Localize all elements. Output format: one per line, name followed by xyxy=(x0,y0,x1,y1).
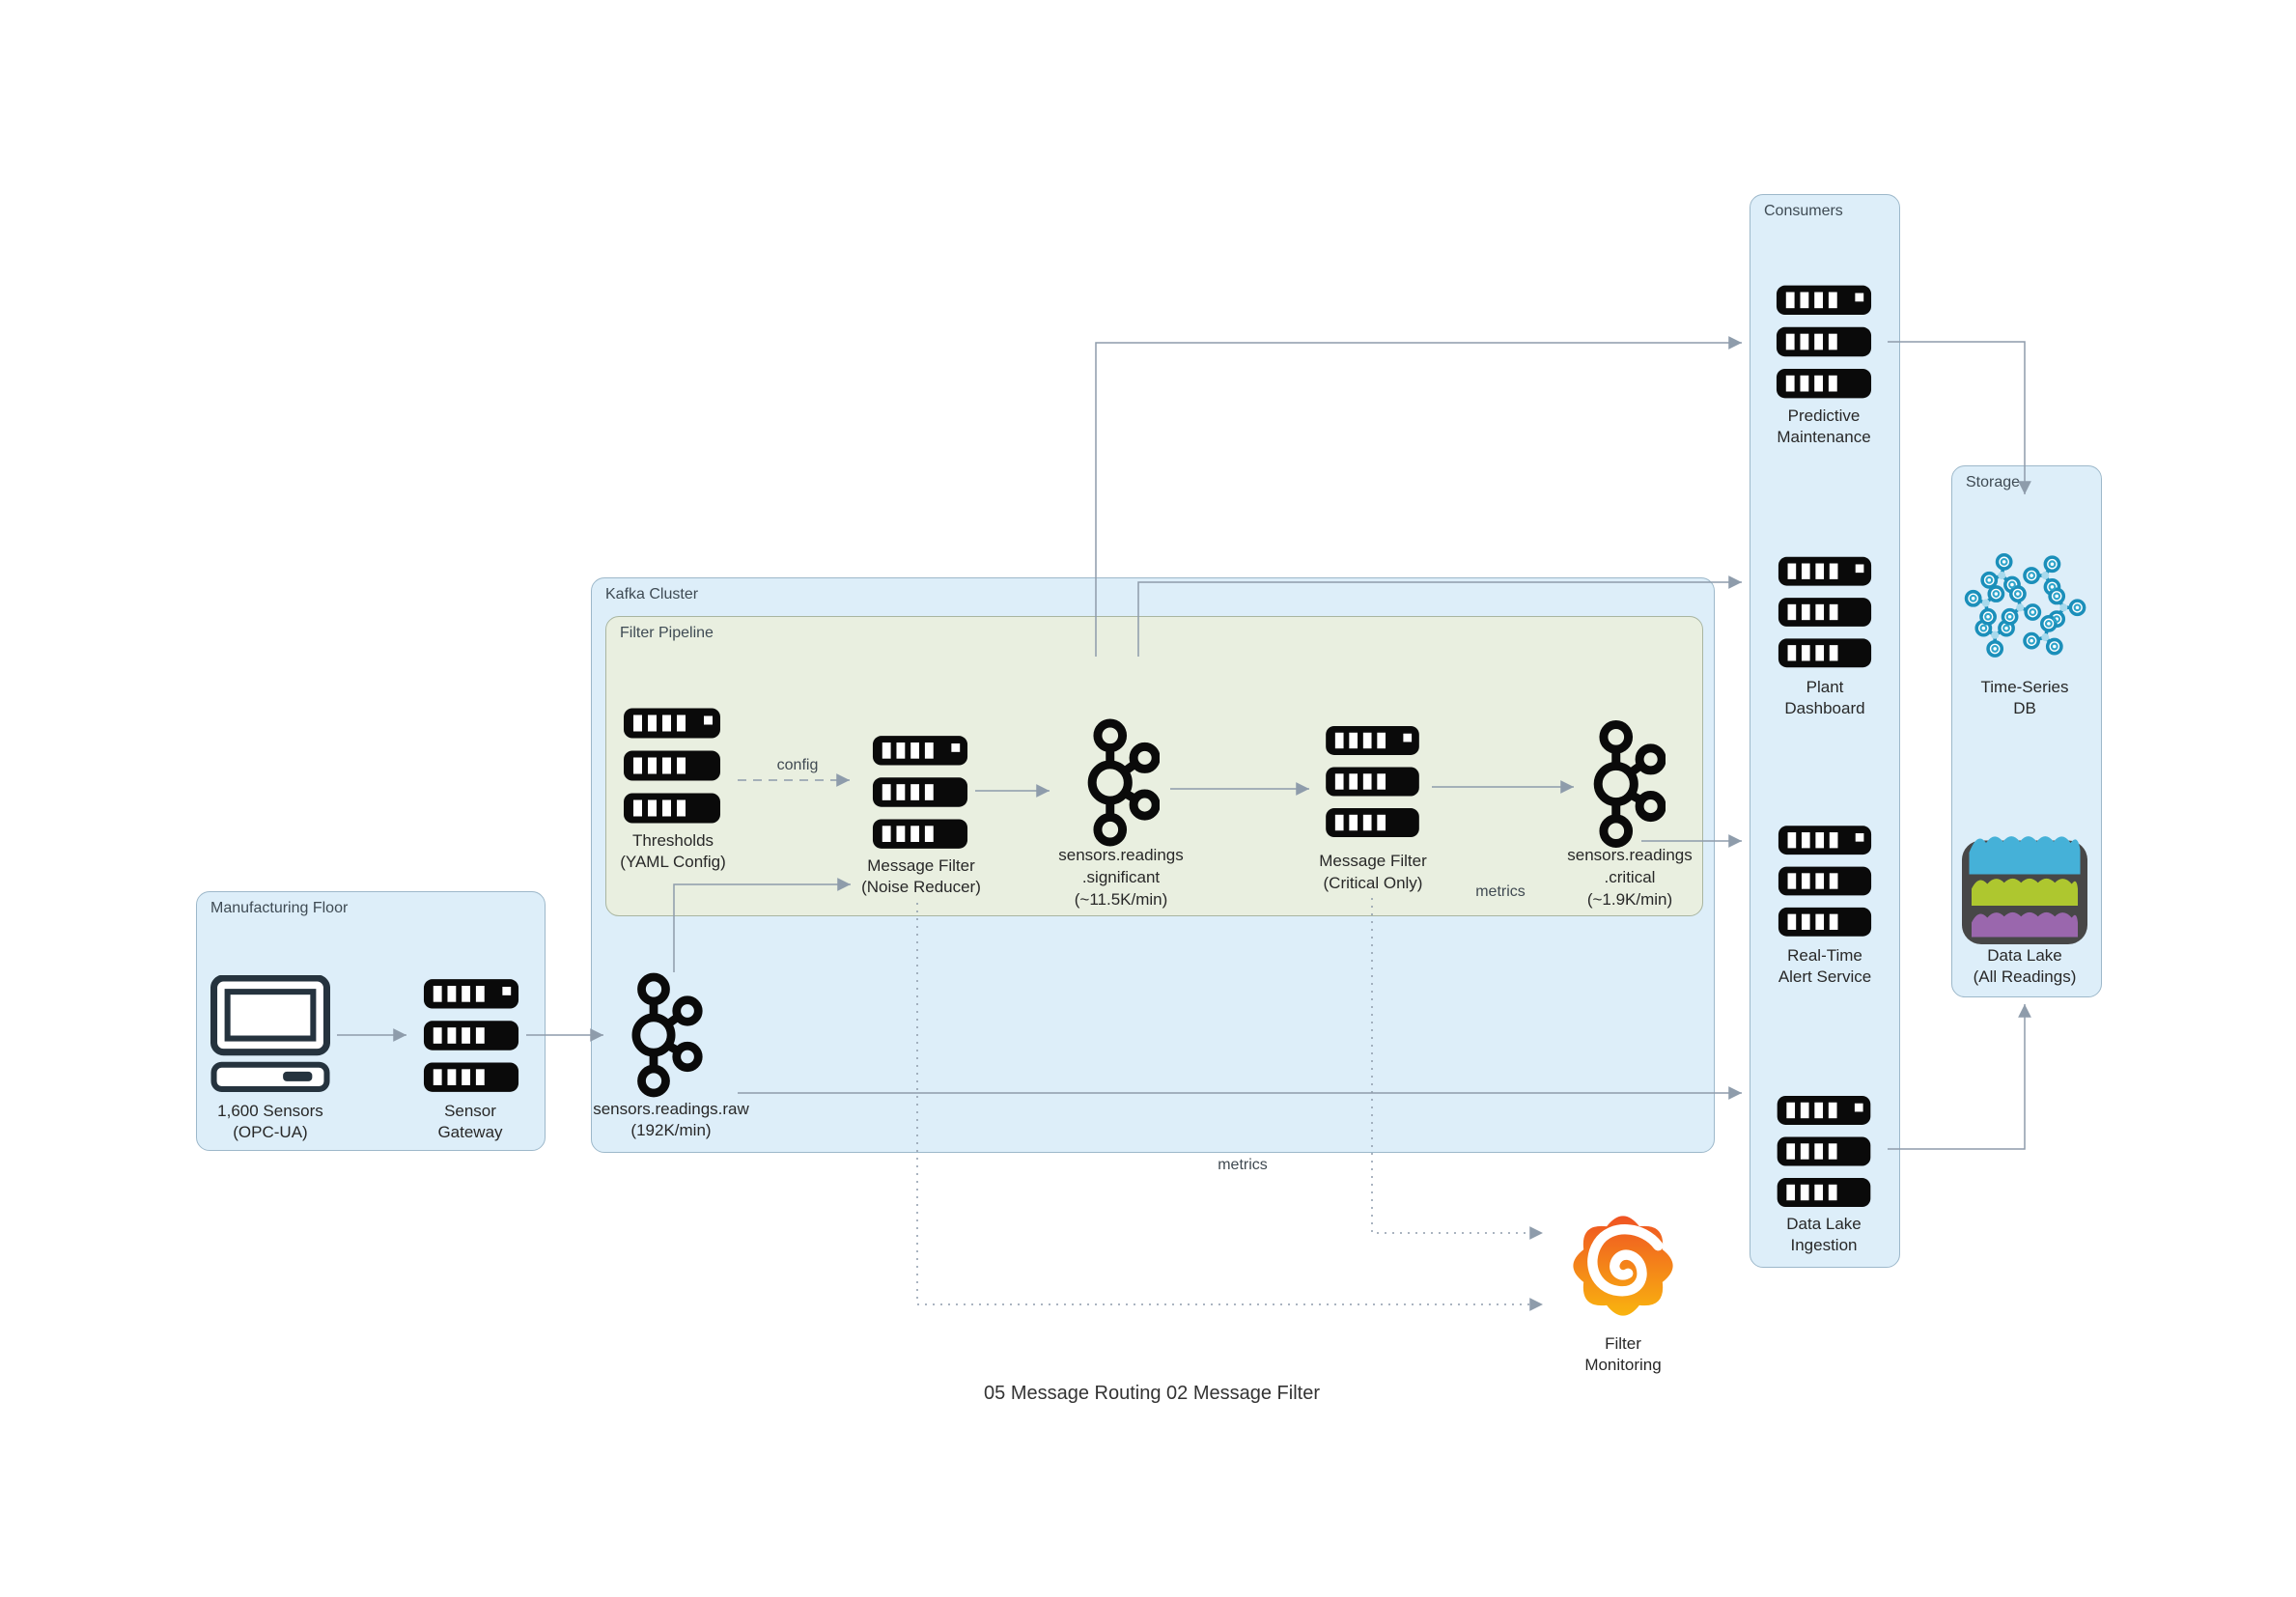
node-sensors xyxy=(210,975,330,1097)
diagram-title: 05 Message Routing 02 Message Filter xyxy=(984,1383,1320,1404)
computer-icon xyxy=(210,975,330,1092)
node-predictive-maintenance-label: Predictive Maintenance xyxy=(1777,406,1871,446)
server-stack-icon xyxy=(871,736,969,849)
group-storage-title: Storage xyxy=(1966,474,2021,490)
edge-ingestion-to-datalake xyxy=(1888,1004,2031,1150)
node-datalake-ingestion-label: Data Lake Ingestion xyxy=(1786,1215,1862,1254)
node-predictive-maintenance xyxy=(1775,285,1873,404)
edge-label-metrics-critical: metrics xyxy=(1475,883,1526,900)
server-stack-icon xyxy=(422,978,520,1093)
edge-predictive-to-tsdb xyxy=(1888,341,2031,494)
edge-raw-to-noise-filter xyxy=(673,878,851,972)
node-plant-dashboard-label: Plant Dashboard xyxy=(1784,678,1865,717)
node-topic-raw xyxy=(624,972,703,1103)
node-topic-critical xyxy=(1586,719,1666,854)
node-topic-significant-label: sensors.readings .significant (~11.5K/mi… xyxy=(1058,846,1184,909)
node-data-lake xyxy=(1957,826,2092,952)
node-alert-service-label: Real-Time Alert Service xyxy=(1778,946,1872,986)
server-stack-icon xyxy=(1777,555,1873,669)
group-kafka-cluster-title: Kafka Cluster xyxy=(605,586,699,602)
node-sensor-gateway-label: Sensor Gateway xyxy=(437,1102,503,1141)
server-stack-icon xyxy=(1775,285,1873,399)
node-filter-monitoring xyxy=(1560,1199,1686,1337)
edge-significant-to-predictive xyxy=(1095,336,1742,657)
server-stack-icon xyxy=(1775,1096,1873,1207)
server-stack-icon xyxy=(622,708,722,824)
edge-noise-filter-metrics xyxy=(916,903,1543,1311)
node-topic-critical-label: sensors.readings .critical (~1.9K/min) xyxy=(1567,846,1693,909)
edge-significant-to-plant xyxy=(1137,575,1742,657)
node-topic-raw-label: sensors.readings.raw (192K/min) xyxy=(593,1100,749,1139)
node-plant-dashboard xyxy=(1777,555,1873,674)
kafka-topic-icon xyxy=(624,972,703,1098)
node-message-filter-noise-label: Message Filter (Noise Reducer) xyxy=(861,856,981,896)
database-network-icon xyxy=(1963,546,2086,679)
group-consumers-title: Consumers xyxy=(1764,203,1843,219)
grafana-icon xyxy=(1560,1199,1686,1332)
node-datalake-ingestion xyxy=(1775,1096,1873,1212)
kafka-topic-icon xyxy=(1586,719,1666,849)
edge-label-config: config xyxy=(776,757,819,773)
node-message-filter-noise xyxy=(871,736,969,854)
data-lake-icon xyxy=(1957,826,2092,947)
node-alert-service xyxy=(1777,824,1873,943)
node-filter-monitoring-label: Filter Monitoring xyxy=(1584,1334,1662,1374)
node-topic-significant xyxy=(1080,716,1160,854)
node-message-filter-critical xyxy=(1323,726,1422,842)
node-sensors-label: 1,600 Sensors (OPC-UA) xyxy=(217,1102,323,1141)
group-filter-pipeline-title: Filter Pipeline xyxy=(620,625,714,641)
node-data-lake-label: Data Lake (All Readings) xyxy=(1973,946,2077,986)
server-stack-icon xyxy=(1777,824,1873,939)
node-thresholds xyxy=(622,708,722,828)
kafka-topic-icon xyxy=(1080,716,1160,849)
node-sensor-gateway xyxy=(422,978,520,1098)
node-thresholds-label: Thresholds (YAML Config) xyxy=(620,831,726,871)
edge-critical-filter-metrics xyxy=(1371,898,1543,1240)
group-manufacturing-floor-title: Manufacturing Floor xyxy=(210,900,349,916)
node-timeseries-db xyxy=(1963,546,2086,684)
node-timeseries-db-label: Time-Series DB xyxy=(1980,678,2069,717)
node-message-filter-critical-label: Message Filter (Critical Only) xyxy=(1319,852,1427,892)
server-stack-icon xyxy=(1323,726,1422,837)
edge-label-metrics-noise: metrics xyxy=(1218,1157,1268,1173)
